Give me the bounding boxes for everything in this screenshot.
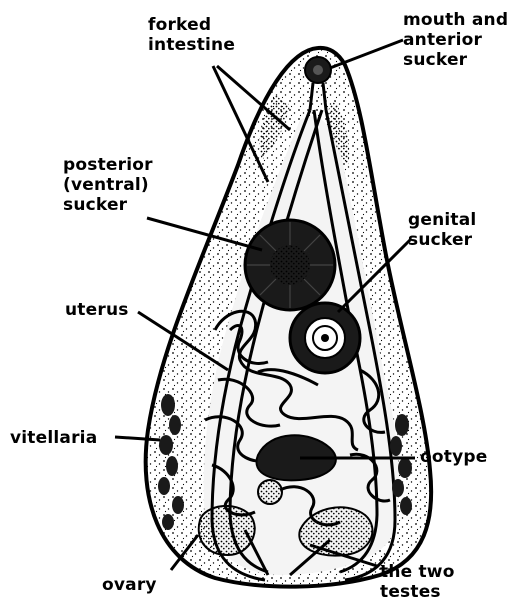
label-posterior-ventral-sucker: posterior (ventral) sucker (63, 155, 153, 215)
label-genital-sucker: genital sucker (408, 210, 476, 250)
label-mouth-anterior-sucker: mouth and anterior sucker (403, 10, 508, 70)
label-ootype: ootype (420, 447, 487, 467)
label-uterus: uterus (65, 300, 129, 320)
label-the-two-testes: the two testes (380, 562, 455, 602)
label-forked-intestine: forked intestine (148, 15, 235, 55)
label-vitellaria: vitellaria (10, 428, 97, 448)
genital-sucker (290, 303, 360, 373)
label-ovary: ovary (102, 575, 157, 595)
ventral-sucker (245, 220, 335, 310)
ovary (258, 480, 282, 504)
